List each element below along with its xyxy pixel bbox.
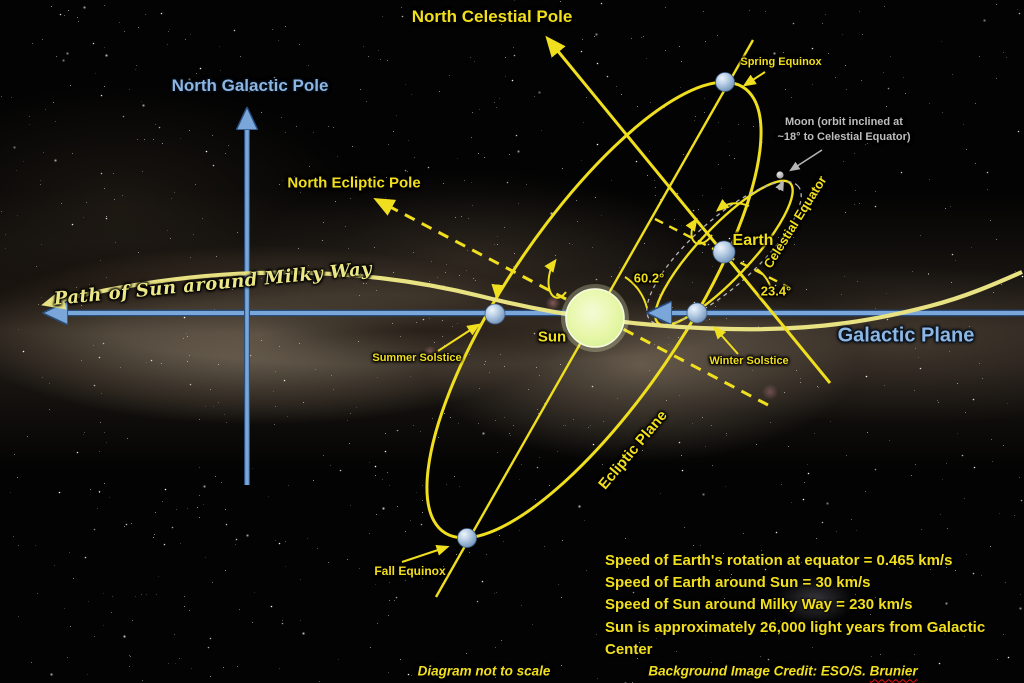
ecliptic-direction-dashes-at-earth [654, 217, 789, 289]
north-celestial-pole-axis [545, 35, 832, 384]
moon-orbit-direction-arrow [775, 179, 785, 192]
moon-note-line2: ~18° to Celestial Equator) [777, 131, 911, 143]
fall-equinox-pointer-arrow [401, 544, 450, 563]
fact-sun-distance: Sun is approximately 26,000 light years … [605, 618, 986, 658]
earth-rotation-loop-arrow [685, 217, 713, 245]
earth-label: Earth [732, 232, 774, 249]
fact-sun-speed: Speed of Sun around Milky Way = 230 km/s [605, 596, 913, 614]
fall-equinox-label: Fall Equinox [374, 564, 446, 578]
winter-solstice-pointer-arrow [713, 325, 739, 355]
angle-23-4-label: 23.4° [760, 283, 792, 299]
moon-dot [776, 171, 784, 179]
moon-orbit-ellipse [628, 162, 820, 345]
spring-equinox-label: Spring Equinox [740, 56, 822, 68]
fact-earth-speed: Speed of Earth around Sun = 30 km/s [605, 574, 871, 592]
sun-rotation-loop-arrow [544, 258, 567, 299]
angle-60-2-label: 60.2° [633, 270, 665, 286]
sun-disk [565, 288, 625, 348]
not-to-scale-note: Diagram not to scale [417, 663, 551, 679]
winter-solstice-sphere [686, 302, 708, 324]
moon-direction-arc-arrow [715, 199, 750, 212]
winter-solstice-label: Winter Solstice [709, 355, 789, 367]
north-celestial-pole-label: North Celestial Pole [411, 7, 573, 26]
galactic-plane-label: Galactic Plane [837, 324, 975, 347]
moon-pointer-arrow [789, 149, 823, 172]
angle-arc-60-2 [624, 276, 648, 309]
sun-label: Sun [537, 328, 567, 346]
spring-equinox-sphere [715, 72, 735, 92]
angle-arc-23-4 [756, 268, 772, 289]
summer-solstice-sphere [484, 303, 506, 325]
orbit-direction-arrow-summer [491, 283, 505, 301]
moon-note-label: Moon (orbit inclined at ~18° to Celestia… [777, 115, 910, 145]
spring-equinox-pointer-arrow [742, 71, 766, 87]
fall-equinox-sphere [457, 528, 477, 548]
summer-solstice-pointer-arrow [437, 323, 481, 352]
fact-earth-rotation: Speed of Earth's rotation at equator = 0… [605, 552, 953, 569]
image-credit-prefix: Background Image Credit: ESO/S. [648, 663, 870, 679]
north-ecliptic-pole-axis-dashed [373, 198, 769, 407]
path-of-sun-curve [41, 270, 1023, 332]
north-ecliptic-pole-label: North Ecliptic Pole [287, 174, 421, 192]
earth-sphere [712, 240, 736, 264]
speed-facts-block: Speed of Earth's rotation at equator = 0… [605, 550, 1024, 661]
north-galactic-pole-label: North Galactic Pole [171, 76, 329, 95]
image-credit-name: Brunier [869, 663, 918, 679]
image-credit: Background Image Credit: ESO/S. Brunier [648, 664, 917, 679]
moon-note-line1: Moon (orbit inclined at [785, 116, 903, 128]
summer-solstice-label: Summer Solstice [372, 352, 462, 364]
